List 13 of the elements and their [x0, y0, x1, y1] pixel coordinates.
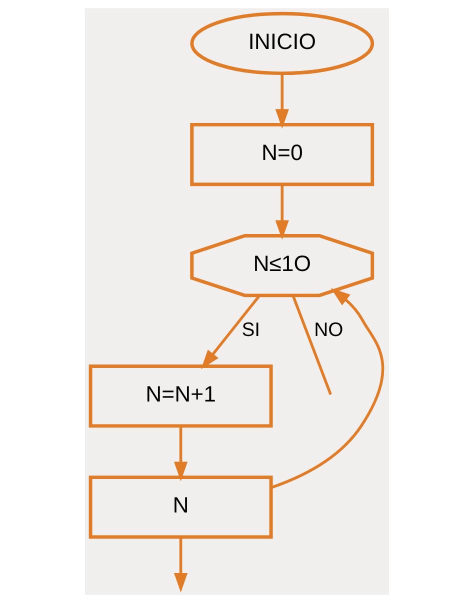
node-ellipse: INICIO	[190, 12, 374, 76]
arrow	[201, 295, 260, 370]
arrow	[275, 74, 289, 129]
node-box: N=N+1	[88, 364, 273, 428]
arrow	[174, 537, 188, 592]
node-box: N	[88, 476, 273, 539]
connector	[292, 295, 332, 396]
node-box: N=0	[190, 122, 374, 186]
arrow	[270, 288, 384, 489]
arrow	[275, 184, 289, 240]
edge-label: NO	[314, 318, 344, 341]
arrow	[174, 426, 188, 482]
edge-label: SI	[242, 318, 260, 341]
